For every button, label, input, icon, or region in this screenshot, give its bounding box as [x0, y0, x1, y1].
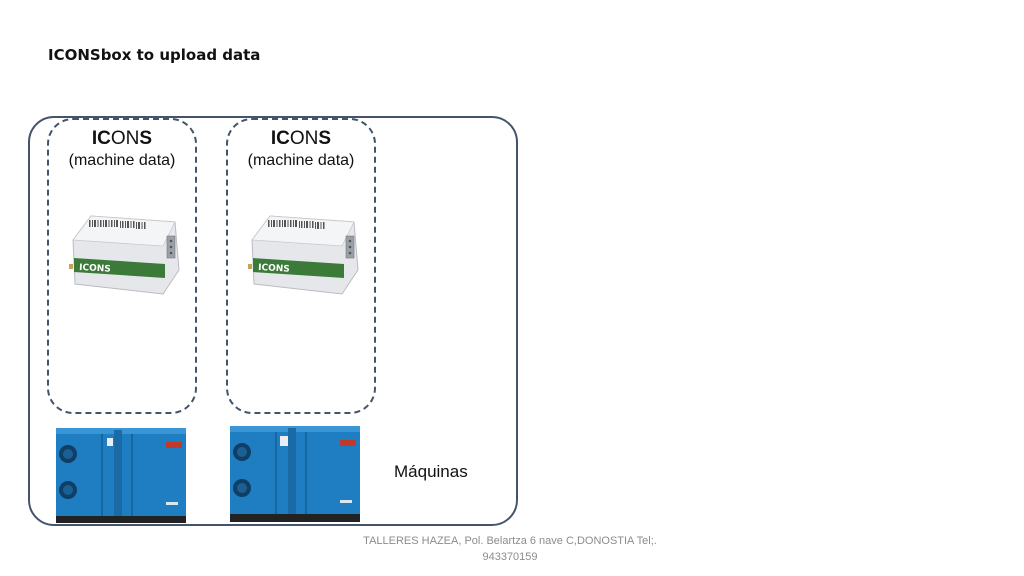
module-name: ICONS	[228, 128, 374, 150]
icons-module-box-1: ICONS (machine data) ICONS	[47, 118, 197, 414]
compressor-machine-image	[56, 428, 186, 523]
icons-device-image: ICONS	[69, 215, 180, 295]
page-title: ICONSbox to upload data	[48, 46, 261, 64]
device-logo-text: ICONS	[258, 263, 290, 275]
module-description: (machine data)	[247, 152, 355, 169]
module-name-part: IC	[91, 128, 111, 149]
icons-device-image: ICONS	[248, 215, 359, 295]
footer-address: TALLERES HAZEA, Pol. Belartza 6 nave C,D…	[330, 533, 690, 565]
footer-line: TALLERES HAZEA, Pol. Belartza 6 nave C,D…	[363, 535, 657, 547]
module-name-part: ON	[289, 128, 319, 149]
module-name: ICONS	[49, 128, 195, 150]
footer-line: 943370159	[482, 551, 538, 563]
compressor-machine-image	[230, 426, 360, 522]
icons-module-box-2: ICONS (machine data) ICONS	[226, 118, 376, 414]
machines-label: Máquinas	[394, 462, 468, 481]
machines-group-frame	[28, 116, 518, 526]
module-name-part: ON	[110, 128, 140, 149]
module-name-part: S	[139, 128, 153, 149]
device-logo-text: ICONS	[79, 263, 111, 275]
module-name-part: IC	[270, 128, 290, 149]
module-description: (machine data)	[68, 152, 176, 169]
module-name-part: S	[318, 128, 332, 149]
